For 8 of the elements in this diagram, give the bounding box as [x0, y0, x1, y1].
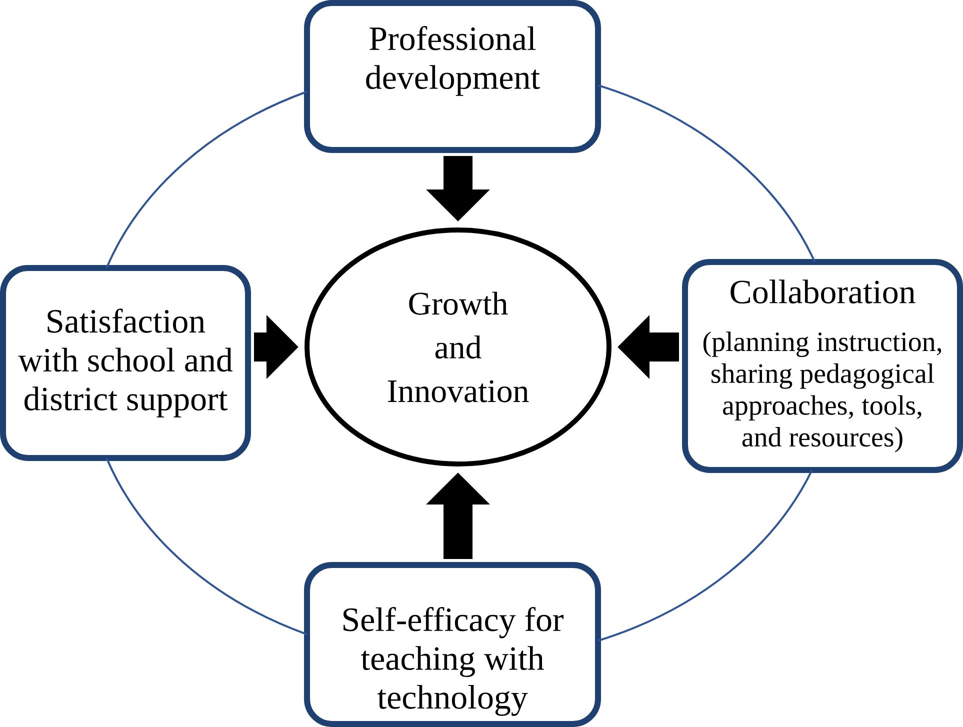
ring-arc: [598, 84, 816, 262]
ring-arc: [106, 458, 308, 636]
ring-arc: [598, 470, 813, 642]
factor-box: Satisfaction with school and district support: [0, 265, 251, 461]
factor-box: Collaboration (planning instruction, sharing pedagogical approaches, tools, and resources): [682, 259, 963, 473]
ring-arc: [106, 90, 308, 268]
factor-box: Self-efficacy for teaching with technology: [304, 562, 601, 727]
factor-box: Professional development: [304, 0, 601, 153]
